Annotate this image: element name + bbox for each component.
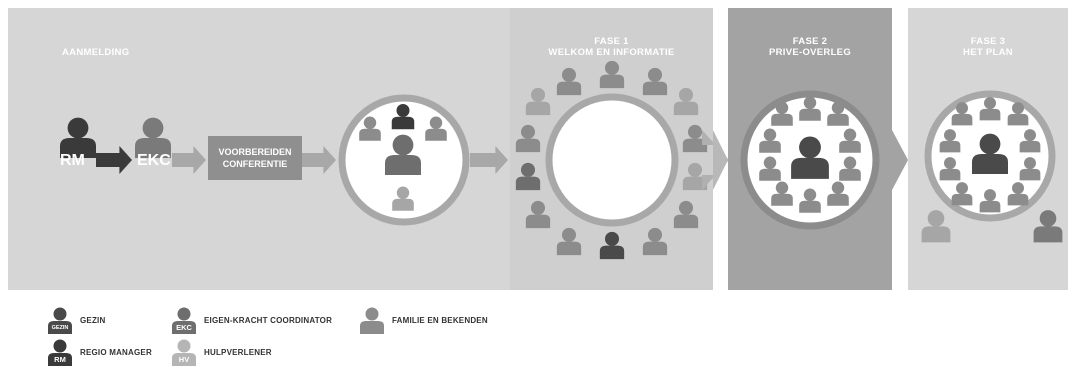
person-icon <box>972 133 1008 174</box>
person-icon <box>172 339 196 366</box>
person-icon <box>682 162 708 191</box>
person-icon: RM <box>46 338 74 366</box>
person-icon <box>1007 102 1029 126</box>
heading-fase3-line1: FASE 3 <box>970 36 1006 47</box>
arrow-icon <box>96 146 132 174</box>
heading-aanmelding: AANMELDING <box>62 47 130 58</box>
person-icon <box>515 162 541 191</box>
legend-rm: RM REGIO MANAGER <box>46 338 152 366</box>
heading-fase3: FASE 3 HET PLAN <box>908 36 1068 58</box>
rm-label: RM <box>60 152 85 169</box>
legend-badge: RM <box>54 355 66 364</box>
person-icon <box>771 101 793 126</box>
legend-badge: EKC <box>176 323 192 332</box>
person-icon <box>48 307 72 334</box>
legend-label: HULPVERLENER <box>204 347 272 357</box>
person-icon <box>172 307 196 334</box>
heading-fase1-line1: FASE 1 <box>594 36 629 47</box>
person-icon <box>425 116 447 141</box>
person-icon: GEZIN <box>46 306 74 334</box>
person-icon <box>673 87 699 116</box>
person-icon <box>951 182 973 206</box>
person-icon <box>921 210 951 243</box>
person-icon <box>358 306 386 334</box>
legend-badge: GEZIN <box>51 325 69 331</box>
person-icon <box>1019 157 1041 181</box>
heading-fase1-line2: WELKOM EN INFORMATIE <box>548 47 675 58</box>
person-icon <box>759 156 781 181</box>
person-icon <box>360 307 384 334</box>
legend-gezin: GEZIN GEZIN <box>46 306 105 334</box>
heading-fase3-line2: HET PLAN <box>963 47 1013 58</box>
person-icon <box>391 104 415 130</box>
arrow-icon <box>172 146 206 174</box>
legend-ekc: EKC EIGEN-KRACHT COORDINATOR <box>170 306 332 334</box>
person-icon <box>673 200 699 229</box>
person-icon <box>599 231 625 260</box>
person-icon <box>60 117 96 158</box>
person-icon <box>939 157 961 181</box>
heading-fase2-line1: FASE 2 <box>792 36 828 47</box>
chevron-icon <box>713 130 728 190</box>
legend-label: GEZIN <box>80 315 106 325</box>
person-icon <box>642 227 668 256</box>
person-icon <box>951 102 973 126</box>
person-icon <box>1007 182 1029 206</box>
chevron-icon <box>892 130 908 190</box>
person-icon <box>839 156 861 181</box>
heading-fase2-line2: PRIVE-OVERLEG <box>768 47 852 58</box>
person-icon <box>979 97 1001 121</box>
legend-label: REGIO MANAGER <box>80 347 152 357</box>
prep-line2: CONFERENTIE <box>222 159 288 169</box>
person-icon <box>1019 129 1041 153</box>
person-icon <box>771 181 793 206</box>
person-icon <box>682 124 708 153</box>
legend-badge: HV <box>178 355 190 364</box>
person-icon <box>759 128 781 153</box>
arrow-icon <box>470 146 508 174</box>
heading-fase2: FASE 2 PRIVE-OVERLEG <box>728 36 892 58</box>
person-icon <box>525 87 551 116</box>
person-icon <box>839 128 861 153</box>
person-icon <box>135 117 171 158</box>
person-icon <box>791 136 829 179</box>
welcome-circle <box>545 93 679 227</box>
legend-familie: FAMILIE EN BEKENDEN <box>358 306 488 334</box>
ekc-label: EKC <box>137 152 171 169</box>
person-icon <box>827 181 849 206</box>
arrow-icon <box>302 146 336 174</box>
person-icon <box>556 67 582 96</box>
person-icon <box>515 124 541 153</box>
legend-label: EIGEN-KRACHT COORDINATOR <box>204 315 333 325</box>
person-icon <box>642 67 668 96</box>
person-icon <box>556 227 582 256</box>
person-icon <box>1033 210 1063 243</box>
prep-box: VOORBEREIDEN CONFERENTIE <box>208 136 302 180</box>
person-icon <box>799 188 821 213</box>
person-icon <box>939 129 961 153</box>
person-icon <box>48 339 72 366</box>
legend-hv: HV HULPVERLENER <box>170 338 272 366</box>
person-icon <box>799 96 821 121</box>
person-icon <box>392 186 414 211</box>
person-icon <box>385 134 421 175</box>
person-icon: HV <box>170 338 198 366</box>
person-icon <box>979 189 1001 213</box>
prep-line1: VOORBEREIDEN <box>218 147 292 157</box>
person-icon <box>359 116 381 141</box>
heading-fase1: FASE 1 WELKOM EN INFORMATIE <box>512 36 711 58</box>
person-icon <box>827 101 849 126</box>
person-icon: EKC <box>170 306 198 334</box>
legend-label: FAMILIE EN BEKENDEN <box>392 315 488 325</box>
person-icon <box>525 200 551 229</box>
person-icon <box>599 60 625 89</box>
